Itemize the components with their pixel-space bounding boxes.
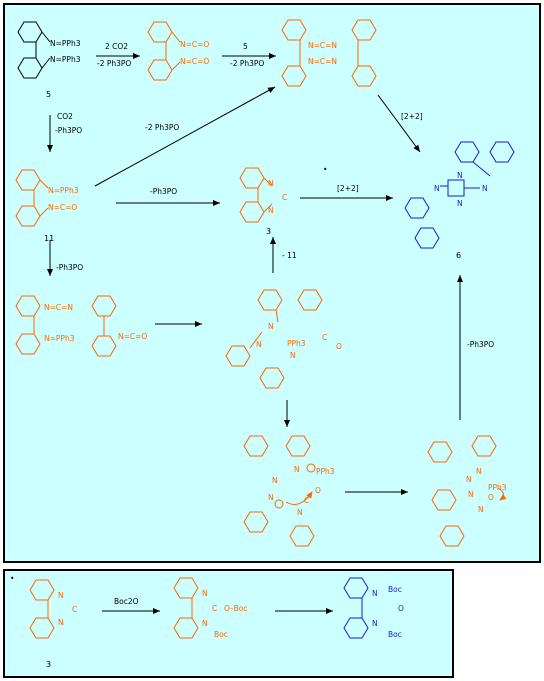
svg-text:5: 5: [46, 90, 51, 99]
svg-text:Boc: Boc: [388, 630, 402, 639]
svg-text:O: O: [336, 342, 342, 351]
svg-text:O–Boc: O–Boc: [224, 604, 248, 613]
svg-text:3: 3: [46, 660, 51, 669]
svg-text:11: 11: [44, 234, 54, 243]
svg-text:N=PPh3: N=PPh3: [48, 186, 79, 195]
svg-text:N: N: [268, 493, 274, 502]
condition-a3-bottom: -Ph3PO: [55, 126, 82, 135]
svg-text:N=C=O: N=C=O: [180, 57, 209, 66]
compound-zwitterion: N N N PPh3 O C N: [243, 435, 335, 547]
svg-text:N: N: [434, 184, 440, 193]
condition-3-to-6: [2+2]: [337, 184, 359, 193]
marker-dot-top: •: [323, 165, 327, 174]
svg-text:N: N: [272, 476, 278, 485]
svg-text:N: N: [478, 505, 484, 514]
svg-text:N: N: [58, 618, 64, 627]
svg-text:N=PPh3: N=PPh3: [44, 334, 75, 343]
bottom-compound-boc-imidate: N C O–Boc N Boc: [173, 577, 248, 639]
svg-text:C: C: [322, 333, 327, 342]
condition-11-to-mixed: -Ph3PO: [56, 263, 83, 272]
compound-3: N C N 3: [239, 167, 287, 236]
svg-text:O: O: [398, 604, 404, 613]
svg-text:PPh3: PPh3: [488, 483, 507, 492]
svg-text:3: 3: [266, 227, 271, 236]
svg-text:N=C=O: N=C=O: [180, 40, 209, 49]
top-panel: [3, 3, 541, 563]
compound-carbodiimide: N=C=N N=C=N: [281, 19, 377, 87]
svg-text:N: N: [457, 199, 463, 208]
condition-a2-bottom: -2 Ph3PO: [230, 59, 264, 68]
condition-a2-top: 5: [243, 42, 248, 51]
svg-text:Boc: Boc: [388, 585, 402, 594]
condition-diagonal: -2 Ph3PO: [145, 123, 179, 132]
svg-text:O: O: [488, 493, 494, 502]
compound-5: N=PPh3 N=PPh3 5: [17, 21, 81, 99]
compound-6: N N N N 6: [404, 141, 515, 260]
condition-a1-top: 2 CO2: [105, 42, 128, 51]
compound-adduct: N N PPh3 N C O: [225, 289, 342, 389]
svg-text:N: N: [372, 589, 378, 598]
condition-a1-bottom: -2 Ph3PO: [97, 59, 131, 68]
condition-a3-top: CO2: [57, 112, 73, 121]
svg-text:C: C: [212, 604, 217, 613]
svg-text:N=C=N: N=C=N: [308, 41, 337, 50]
condition-carbo-to-6: [2+2]: [401, 112, 423, 121]
svg-text:6: 6: [456, 251, 461, 260]
condition-minus-11: - 11: [282, 251, 297, 260]
condition-labels: 2 CO2 -2 Ph3PO 5 -2 Ph3PO CO2 -Ph3PO -2 …: [10, 42, 494, 606]
svg-text:N=PPh3: N=PPh3: [50, 55, 81, 64]
condition-cyclic-to-6: -Ph3PO: [467, 340, 494, 349]
svg-text:N: N: [268, 322, 274, 331]
svg-text:Boc: Boc: [214, 630, 228, 639]
svg-text:N: N: [268, 206, 274, 215]
bottom-compound-3: N C N 3: [29, 579, 77, 669]
compound-mixed-carbodiimide: N=C=N N=PPh3 N=C=O: [15, 295, 147, 357]
svg-text:C: C: [282, 193, 287, 202]
svg-text:N: N: [468, 490, 474, 499]
bottom-compound-boc-urea: N Boc O N Boc: [343, 577, 404, 639]
svg-text:N: N: [297, 508, 303, 517]
svg-text:N: N: [294, 465, 300, 474]
svg-text:N=C=O: N=C=O: [48, 203, 77, 212]
arrows: [47, 53, 463, 614]
svg-text:N: N: [466, 475, 472, 484]
compound-11: N=PPh3 N=C=O 11: [15, 169, 79, 243]
svg-text:N: N: [290, 351, 296, 360]
compound-cyclic-intermediate: N N N PPh3 O N: [427, 435, 507, 547]
svg-text:N: N: [476, 467, 482, 476]
svg-text:PPh3: PPh3: [287, 339, 306, 348]
svg-text:O: O: [315, 486, 321, 495]
svg-text:N: N: [202, 589, 208, 598]
bottom-panel: [3, 569, 454, 678]
svg-text:C: C: [304, 496, 309, 505]
svg-text:N: N: [256, 340, 262, 349]
svg-text:N: N: [58, 591, 64, 600]
svg-text:N=C=O: N=C=O: [118, 332, 147, 341]
svg-text:N: N: [482, 184, 488, 193]
marker-dot-bottom: •: [10, 574, 14, 583]
svg-text:N: N: [268, 179, 274, 188]
compound-diisocyanate: N=C=O N=C=O: [147, 21, 209, 81]
svg-text:N: N: [202, 619, 208, 628]
svg-text:C: C: [72, 605, 77, 614]
arrow-11-to-carbodiimide: [94, 86, 276, 187]
condition-boc2o: Boc2O: [114, 597, 139, 606]
arrow-carbodiimide-to-6: [377, 94, 421, 153]
svg-text:N=C=N: N=C=N: [308, 57, 337, 66]
svg-text:N=PPh3: N=PPh3: [50, 39, 81, 48]
svg-text:N: N: [457, 171, 463, 180]
svg-text:N=C=N: N=C=N: [44, 303, 73, 312]
svg-text:PPh3: PPh3: [316, 467, 335, 476]
condition-11-to-3: -Ph3PO: [150, 187, 177, 196]
svg-text:N: N: [372, 619, 378, 628]
